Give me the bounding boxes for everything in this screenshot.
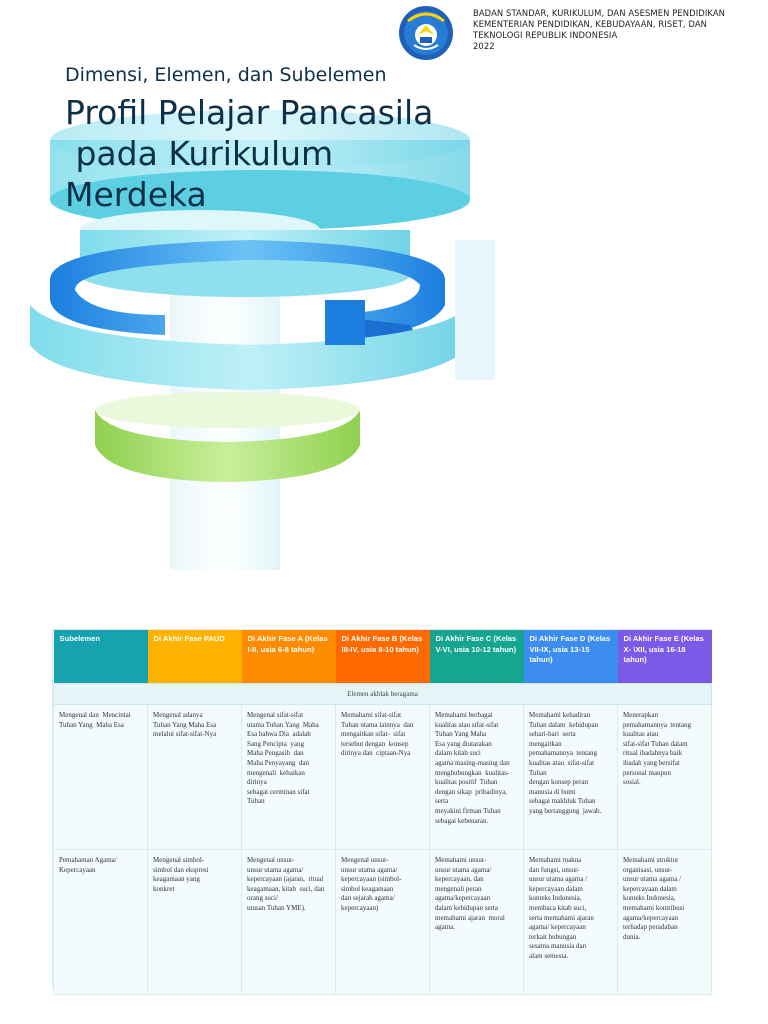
cell-text: Memahami struktur organisasi, unsur- uns… xyxy=(623,856,685,941)
table-cell: Mengenal simbol- simbol dan ekspresi kea… xyxy=(147,849,242,995)
cell-text: Mengenal unsur- unsur utama agama/ keper… xyxy=(341,856,402,912)
cell-text: Mengenal adanya Tuhan Yang Maha Esa mela… xyxy=(153,711,217,739)
cell-text: Memahami sifat-sifat Tuhan utama lainnya… xyxy=(341,711,414,758)
table-cell: Mengenal sifat-sifat utama Tuhan Yang Ma… xyxy=(241,704,336,850)
tut-wuri-handayani-logo xyxy=(399,6,453,60)
cell-text: Mengenal sifat-sifat utama Tuhan Yang Ma… xyxy=(247,711,319,806)
table-cell: Mengenal unsur- unsur utama agama/ keper… xyxy=(335,849,430,995)
table-row: Pemahaman Agama/ Kepercayaan Mengenal si… xyxy=(53,849,712,995)
group-label: Elemen akhlak beragama xyxy=(53,683,712,705)
agency-line: TEKNOLOGI REPUBLIK INDONESIA xyxy=(473,30,618,40)
cover-title: Profil Pelajar Pancasila pada Kurikulum … xyxy=(65,92,485,215)
agency-header: BADAN STANDAR, KURIKULUM, DAN ASESMEN PE… xyxy=(473,8,763,52)
cell-text: Pemahaman Agama/ Kepercayaan xyxy=(59,856,117,874)
cell-text: Mengenal simbol- simbol dan ekspresi kea… xyxy=(153,856,209,893)
rings-illustration xyxy=(30,110,495,570)
subelemen-table: Subelemen Di Akhir Fase PAUD Di Akhir Fa… xyxy=(52,629,712,995)
table-row: Mengenal dan Mencintai Tuhan Yang Maha E… xyxy=(53,704,712,850)
header-fase-c: Di Akhir Fase C (Kelas V-VI, usia 10-12 … xyxy=(429,630,524,684)
title-line: pada Kurikulum xyxy=(65,134,334,173)
cell-text: Memahami makna dan fungsi, unsur- unsur … xyxy=(529,856,594,960)
table-cell: Memahami unsur- unsur utama agama/ keper… xyxy=(429,849,524,995)
group-row: Elemen akhlak beragama xyxy=(53,683,712,705)
cell-text: Mengenal unsur- unsur utama agama/ keper… xyxy=(247,856,325,912)
title-line: Profil Pelajar Pancasila xyxy=(65,93,434,132)
cell-text: Menerapkan pemahamannya tentang kualitas… xyxy=(623,711,692,787)
cover-subtitle: Dimensi, Elemen, dan Subelemen xyxy=(65,64,387,86)
table-cell: Mengenal adanya Tuhan Yang Maha Esa mela… xyxy=(147,704,242,850)
header-fase-b: Di Akhir Fase B (Kelas III-IV, usia 8-10… xyxy=(335,630,430,684)
agency-year: 2022 xyxy=(473,41,495,51)
table-cell: Mengenal unsur- unsur utama agama/ keper… xyxy=(241,849,336,995)
header-subelemen: Subelemen xyxy=(53,630,148,684)
table-header-row: Subelemen Di Akhir Fase PAUD Di Akhir Fa… xyxy=(53,630,712,684)
header-fase-d: Di Akhir Fase D (Kelas VII-IX, usia 13-1… xyxy=(523,630,618,684)
table-cell: Memahami makna dan fungsi, unsur- unsur … xyxy=(523,849,618,995)
agency-line: KEMENTERIAN PENDIDIKAN, KEBUDAYAAN, RISE… xyxy=(473,19,708,29)
header-fase-e: Di Akhir Fase E (Kelas X- \XII, usia 16-… xyxy=(617,630,712,684)
table-cell: Pemahaman Agama/ Kepercayaan xyxy=(53,849,148,995)
cell-text: Memahami kehadiran Tuhan dalam kehidupan… xyxy=(529,711,602,815)
cell-text: Memahami unsur- unsur utama agama/ keper… xyxy=(435,856,505,932)
table-cell: Mengenal dan Mencintai Tuhan Yang Maha E… xyxy=(53,704,148,850)
table-cell: Memahami sifat-sifat Tuhan utama lainnya… xyxy=(335,704,430,850)
cell-text: Mengenal dan Mencintai Tuhan Yang Maha E… xyxy=(59,711,131,729)
table-cell: Menerapkan pemahamannya tentang kualitas… xyxy=(617,704,712,850)
table-cell: Memahami berbagai kualitas atau sifat-si… xyxy=(429,704,524,850)
table-cell: Memahami kehadiran Tuhan dalam kehidupan… xyxy=(523,704,618,850)
cell-text: Memahami berbagai kualitas atau sifat-si… xyxy=(435,711,510,825)
title-line: Merdeka xyxy=(65,175,207,214)
header-fase-a: Di Akhir Fase A (Kelas I-II, usia 6-8 ta… xyxy=(241,630,336,684)
table-cell: Memahami struktur organisasi, unsur- uns… xyxy=(617,849,712,995)
header-fase-paud: Di Akhir Fase PAUD xyxy=(147,630,242,684)
agency-line: BADAN STANDAR, KURIKULUM, DAN ASESMEN PE… xyxy=(473,8,726,18)
